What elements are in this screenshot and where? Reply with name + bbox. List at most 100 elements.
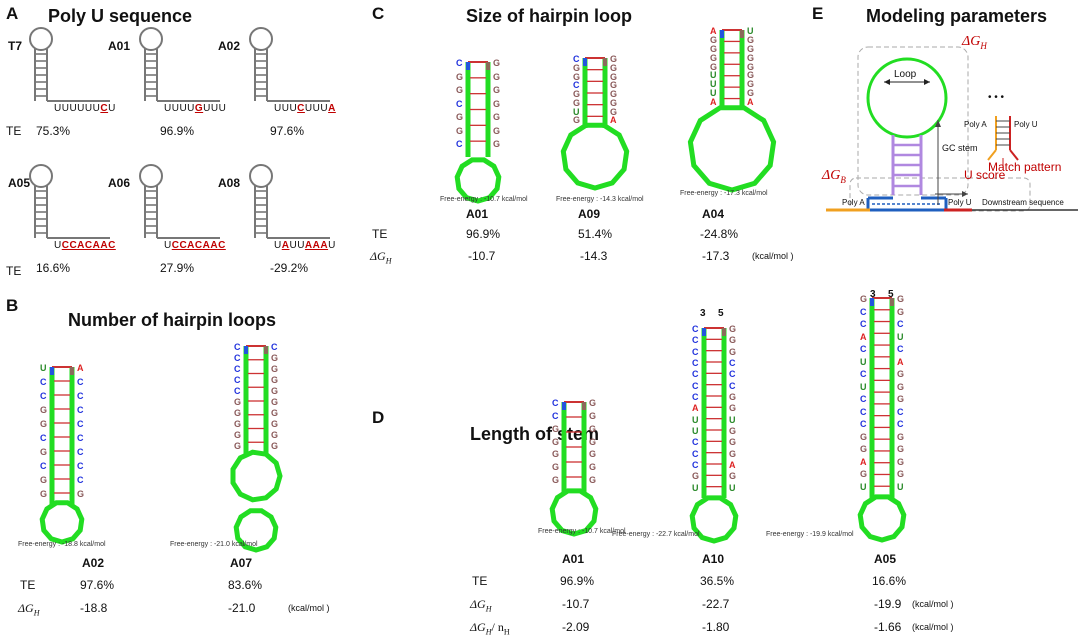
nucleotide-b-a07-r-1: G	[271, 353, 279, 363]
nucleotide-b-a02-r-5: C	[77, 433, 84, 443]
nucleotide-d-a05-l-9: C	[860, 406, 867, 417]
nucleotide-b-a02-r-3: C	[77, 405, 84, 415]
te-value-a05: 16.6%	[36, 261, 71, 275]
free-energy-b-a07: Free-energy : -21.0 kcal/mol	[170, 541, 258, 548]
nucleotide-c-a01-l-3: C	[456, 98, 463, 109]
nucleotide-c-a09-l-1: G	[573, 62, 581, 73]
nucleotide-c-a01-r-4: G	[493, 112, 501, 123]
nucleotide-c-a01-r-5: G	[493, 125, 501, 136]
construct-name-a05: A05	[8, 176, 31, 190]
panel-c-te-a04: -24.8%	[700, 227, 739, 241]
nucleotide-c-a09-r-1: G	[610, 62, 618, 73]
nucleotide-c-a01-r-3: G	[493, 98, 501, 109]
nucleotide-d-a10-l-1: C	[692, 335, 699, 346]
nucleotide-d-a10-r-14: U	[729, 482, 736, 493]
nucleotide-b-a07-l-7: G	[234, 419, 242, 429]
nucleotide-d-a10-l-11: C	[692, 448, 699, 459]
panel-b-dg-a02: -18.8	[80, 601, 108, 615]
hairpin-icon-a01	[139, 27, 220, 102]
construct-name-a06: A06	[108, 176, 131, 190]
nucleotide-c-a04-r-4: G	[747, 61, 755, 72]
sequence-t7: UUUUUUCU	[54, 103, 116, 114]
nucleotide-c-a01-l-5: G	[456, 125, 464, 136]
nucleotide-d-a01-r-5: G	[589, 462, 597, 473]
nucleotide-c-a01-r-0: G	[493, 58, 501, 68]
sequence-a08: UAUUAAAU	[274, 240, 336, 251]
nucleotide-d-a05-r-6: G	[897, 369, 905, 379]
panel-c-dg-a01: -10.7	[468, 249, 496, 263]
nucleotide-b-a07-l-9: G	[234, 441, 242, 451]
nucleotide-d-a01-l-3: G	[552, 436, 560, 447]
nucleotide-b-a02-l-4: G	[40, 419, 48, 429]
nucleotide-c-a04-r-0: U	[747, 26, 754, 36]
nucleotide-c-a09-r-0: G	[610, 54, 618, 64]
nucleotide-d-a05-r-10: C	[897, 419, 904, 429]
nucleotide-c-a01-l-1: G	[456, 71, 464, 82]
nucleotide-d-a10-r-0: G	[729, 324, 737, 334]
panel-b-title: Number of hairpin loops	[68, 310, 277, 330]
nucleotide-d-a05-r-7: G	[897, 381, 905, 392]
nucleotide-b-a02-r-8: C	[77, 475, 84, 485]
rna-structure-d-a01	[549, 401, 599, 537]
nucleotide-d-a05-l-3: A	[860, 331, 867, 342]
nucleotide-d-a10-r-13: G	[729, 471, 737, 482]
panel-d-name-a10: A10	[702, 552, 725, 566]
nucleotide-c-a04-r-3: G	[747, 52, 755, 63]
panel-c-te-a09: 51.4%	[578, 227, 613, 241]
nucleotide-c-a01-l-6: C	[456, 139, 463, 150]
panel-d-name-a05: A05	[874, 552, 897, 566]
free-energy-d-a05: Free-energy : -19.9 kcal/mol	[766, 531, 854, 538]
nucleotide-d-a05-r-11: G	[897, 431, 905, 442]
sequence-a01: UUUUGUUU	[164, 103, 227, 114]
panel-d-te-label: TE	[472, 574, 488, 588]
nucleotide-b-a07-r-5: G	[271, 397, 279, 407]
panel-c-te-label: TE	[372, 227, 388, 241]
legend-poly-u: Poly U	[1014, 120, 1038, 129]
nucleotide-d-a05-r-13: G	[897, 456, 905, 467]
nucleotide-d-a01-r-2: G	[589, 423, 597, 434]
construct-name-a08: A08	[218, 176, 241, 190]
nucleotide-c-a09-r-6: G	[610, 106, 618, 117]
nucleotide-d-a10-r-8: U	[729, 414, 736, 425]
sequence-a02: UUUCUUUA	[274, 103, 336, 114]
nucleotide-d-a05-r-3: U	[897, 331, 904, 342]
nucleotide-c-a09-l-2: G	[573, 71, 581, 82]
nucleotide-b-a07-l-1: C	[234, 353, 241, 363]
hairpin-icon-t7	[29, 27, 110, 102]
panel-b-te-label: TE	[20, 578, 36, 592]
nucleotide-c-a04-r-1: G	[747, 34, 755, 45]
panel-e-title: Modeling parameters	[866, 6, 1048, 26]
nucleotide-d-a01-r-0: G	[589, 398, 597, 408]
nucleotide-c-a09-r-5: G	[610, 97, 618, 108]
nucleotide-c-a04-r-6: G	[747, 79, 755, 90]
hairpin-icon-a08	[249, 164, 330, 239]
nucleotide-c-a04-r-2: G	[747, 43, 755, 54]
nucleotide-b-a02-l-1: C	[40, 377, 47, 387]
nucleotide-c-a09-l-6: U	[573, 106, 580, 117]
u-score-label: U score	[964, 168, 1006, 182]
construct-name-t7: T7	[8, 39, 23, 53]
nucleotide-b-a07-l-3: C	[234, 375, 241, 385]
nucleotide-c-a09-l-0: C	[573, 54, 580, 64]
nucleotide-d-a01-l-5: G	[552, 462, 560, 473]
nucleotide-d-a05-r-1: G	[897, 306, 905, 317]
panel-b-name-a02: A02	[82, 556, 105, 570]
nucleotide-c-a01-l-4: G	[456, 112, 464, 123]
nucleotide-d-a01-r-1: G	[589, 410, 597, 421]
panel-b-te-a07: 83.6%	[228, 578, 263, 592]
panel-c-label: C	[372, 4, 385, 23]
nucleotide-d-a10-l-4: C	[692, 369, 699, 380]
nucleotide-d-a05-l-12: G	[860, 444, 868, 454]
nucleotide-c-a09-r-4: G	[610, 89, 618, 99]
nucleotide-c-a09-l-4: G	[573, 89, 581, 99]
panel-d-dgn-unit: (kcal/mol )	[912, 622, 954, 632]
nucleotide-d-a05-l-1: C	[860, 306, 867, 317]
panel-b-dg-a07: -21.0	[228, 601, 256, 615]
nucleotide-c-a04-l-6: U	[710, 79, 717, 90]
panel-c-te-a01: 96.9%	[466, 227, 501, 241]
nucleotide-d-a05-l-11: G	[860, 431, 868, 442]
te-value-t7: 75.3%	[36, 124, 71, 138]
nucleotide-d-a10-l-8: U	[692, 414, 699, 425]
nucleotide-b-a07-r-3: G	[271, 375, 279, 385]
panel-d-label: D	[372, 408, 385, 427]
